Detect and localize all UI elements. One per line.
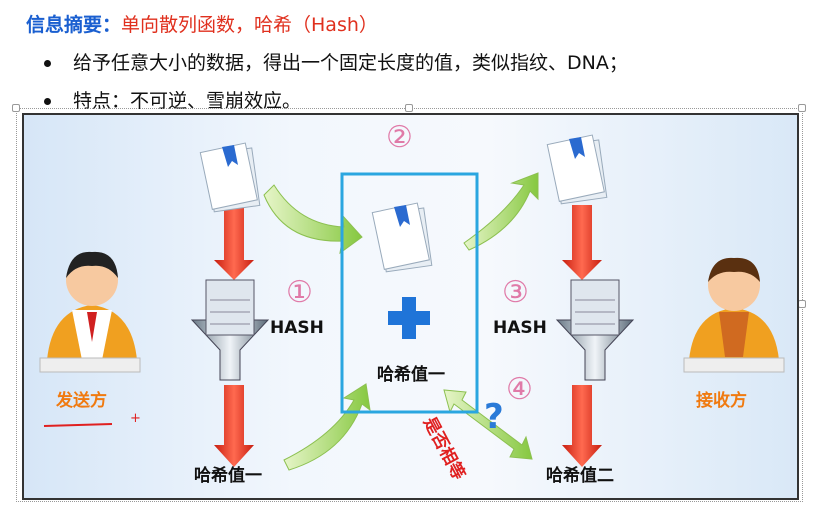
hash-value-1: 哈希值一 (194, 466, 262, 486)
resize-handle[interactable] (798, 104, 806, 112)
hash-box (340, 172, 479, 414)
sender-person-icon (39, 251, 141, 373)
document-icon (371, 202, 433, 273)
hash-label: HASH (270, 318, 324, 338)
sender-label: 发送方 (56, 391, 107, 411)
red-underline (43, 423, 113, 427)
plus-icon (388, 297, 430, 339)
step-3: ③ (502, 275, 529, 310)
title-label: 信息摘要： (26, 14, 122, 36)
step-2: ② (386, 120, 413, 155)
resize-handle[interactable] (12, 104, 20, 112)
step-1: ① (286, 275, 313, 310)
funnel-icon (190, 279, 270, 381)
title-text: 单向散列函数，哈希（Hash） (121, 14, 378, 36)
hash-diagram: HASH HASH ① ② ③ ④ 哈希值一 哈希值一 哈希值二 发送方 接收方… (22, 113, 799, 500)
funnel-icon (555, 279, 635, 381)
slide-title: 信息摘要：单向散列函数，哈希（Hash） (26, 10, 378, 37)
step-4: ④ (506, 372, 533, 407)
red-plus-mark: + (130, 411, 141, 426)
bullet-1: 给予任意大小的数据，得出一个固定长度的值，类似指纹、DNA； (44, 48, 628, 75)
bullet-text: 给予任意大小的数据，得出一个固定长度的值，类似指纹、DNA； (73, 52, 628, 74)
red-arrow-icon (214, 205, 602, 467)
question-mark: ? (484, 397, 504, 437)
document-icon (546, 134, 608, 205)
resize-handle[interactable] (798, 300, 806, 308)
document-icon (199, 142, 261, 213)
resize-handle[interactable] (405, 104, 413, 112)
hash-label: HASH (493, 318, 547, 338)
receiver-person-icon (683, 257, 785, 373)
bullet-2: 特点：不可逆、雪崩效应。 (44, 86, 301, 113)
box-hash-value: 哈希值一 (377, 365, 445, 385)
hash-value-2: 哈希值二 (546, 466, 614, 486)
receiver-label: 接收方 (696, 391, 747, 411)
bullet-text: 特点：不可逆、雪崩效应。 (73, 90, 302, 112)
green-arrow-icon (263, 172, 539, 471)
